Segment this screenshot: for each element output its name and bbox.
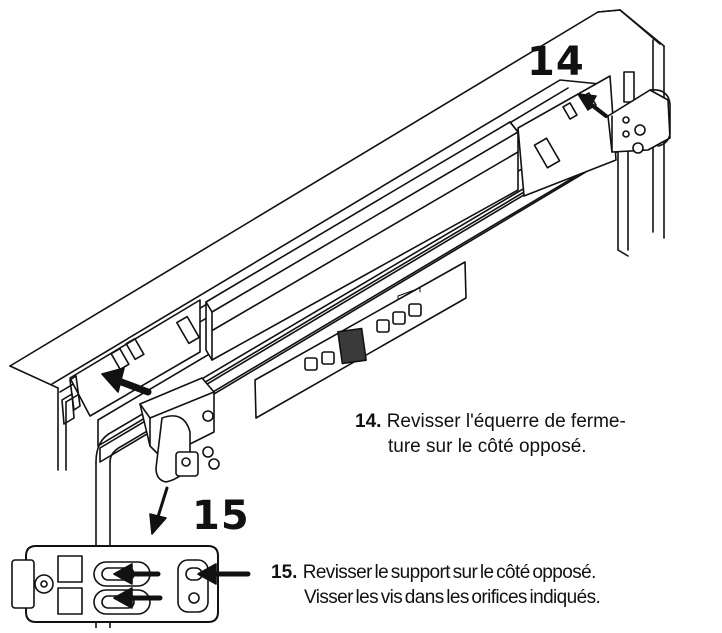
step-15-instruction: 15. Revisser le support sur le côté oppo… bbox=[271, 560, 722, 610]
screw-icon bbox=[634, 124, 646, 136]
control-panel bbox=[254, 261, 467, 419]
arrow-icon bbox=[101, 367, 125, 393]
screw-icon bbox=[632, 142, 644, 154]
step-14-label: 14. bbox=[355, 411, 382, 432]
panel-button bbox=[376, 319, 390, 333]
step-15-label: 15. bbox=[271, 562, 298, 583]
step-14-number: 14 bbox=[527, 39, 585, 85]
detail-arrows bbox=[113, 563, 251, 609]
arrow-icon bbox=[197, 563, 217, 585]
display-screen bbox=[337, 327, 367, 365]
panel-button bbox=[304, 357, 318, 371]
panel-button bbox=[392, 311, 406, 325]
hinge-support bbox=[139, 377, 220, 483]
arrow-icon bbox=[113, 563, 133, 585]
left-bracket-area bbox=[61, 299, 201, 425]
screw-icon bbox=[208, 458, 220, 470]
step-14-instruction: 14. Revisser l'équerre de ferme- ture su… bbox=[355, 409, 715, 459]
panel-button bbox=[408, 303, 422, 317]
arrow-icon bbox=[577, 93, 597, 111]
closing-bracket bbox=[607, 88, 671, 154]
screw-icon bbox=[202, 446, 214, 458]
arrow-icon bbox=[149, 513, 167, 535]
arrow-icon bbox=[113, 587, 133, 609]
step-15-line2: Visser les vis dans les orifices indiqué… bbox=[304, 587, 601, 608]
panel-button bbox=[321, 351, 335, 365]
support-detail-view bbox=[11, 545, 219, 623]
step-14-line2: ture sur le côté opposé. bbox=[388, 436, 587, 457]
screw-icon bbox=[202, 410, 214, 422]
step-15-line1: Revisser le support sur le côté opposé. bbox=[302, 562, 597, 583]
step-14-line1: Revisser l'équerre de ferme- bbox=[386, 411, 626, 432]
direction-arrows bbox=[101, 93, 608, 535]
step-15-number: 15 bbox=[192, 493, 250, 539]
light-housing bbox=[205, 121, 519, 361]
